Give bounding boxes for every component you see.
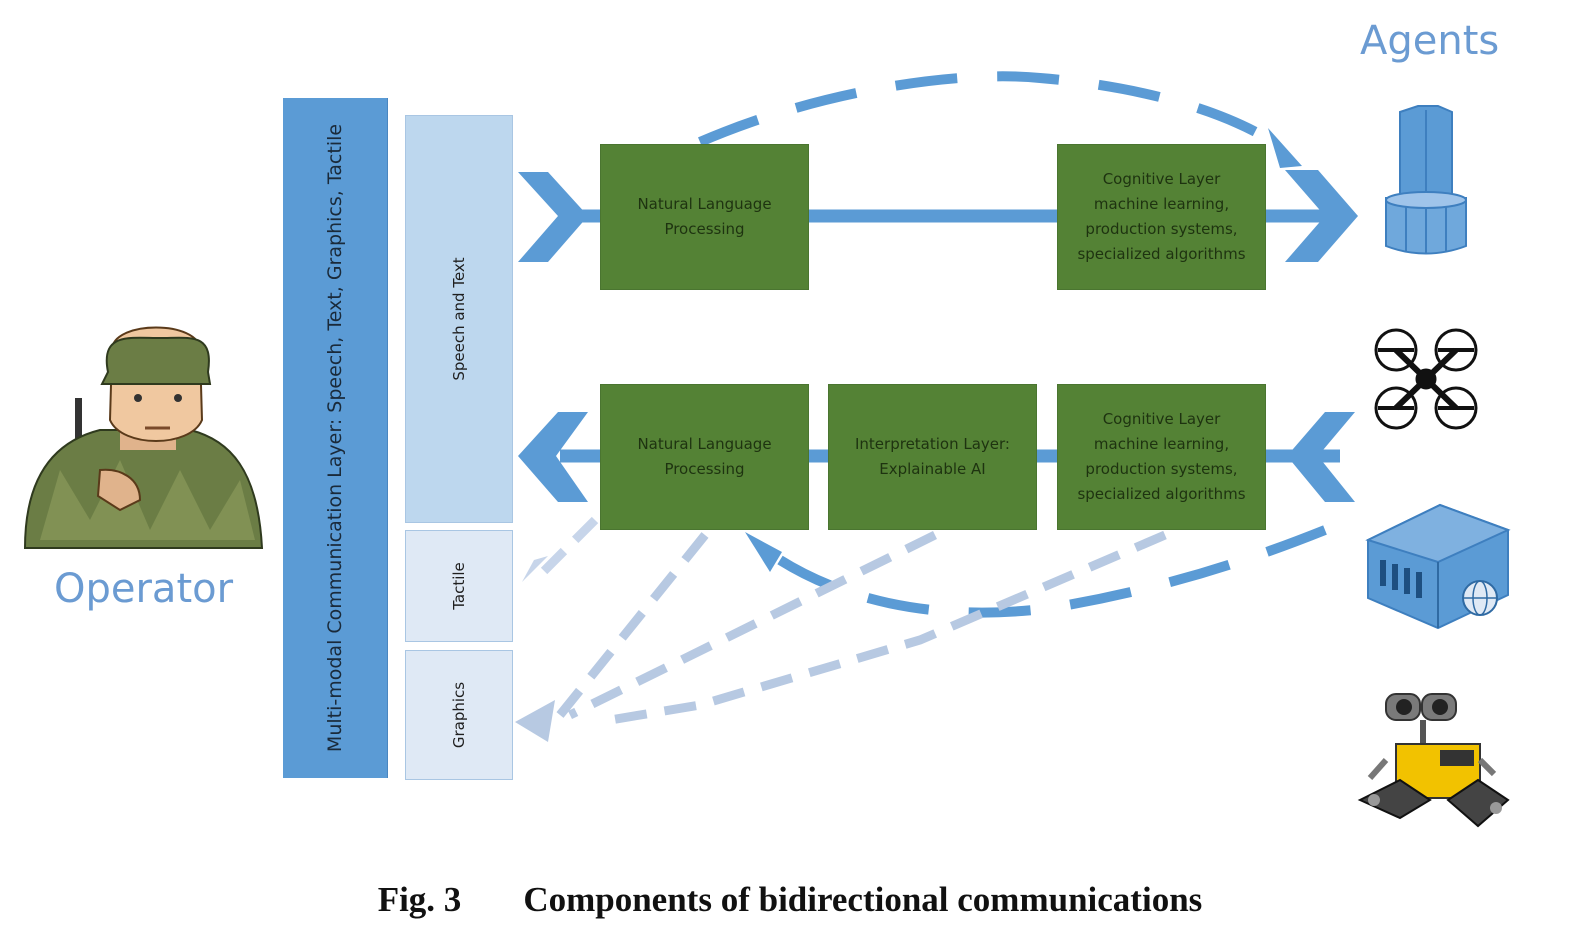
agents-label: Agents xyxy=(1360,18,1500,64)
top-cognitive-box: Cognitive Layer machine learning, produc… xyxy=(1057,144,1266,290)
multimodal-layer-bar: Multi-modal Communication Layer: Speech,… xyxy=(283,98,388,778)
box-line: machine learning, xyxy=(1093,195,1230,213)
robot-icon xyxy=(1357,693,1510,828)
box-line: machine learning, xyxy=(1093,435,1230,453)
modality-label: Graphics xyxy=(450,681,468,749)
modality-speech-text: Speech and Text xyxy=(405,115,513,523)
column-agent-icon xyxy=(1385,105,1467,255)
box-line: Explainable AI xyxy=(879,460,986,478)
modality-label: Tactile xyxy=(450,562,468,610)
modality-graphics: Graphics xyxy=(405,650,513,780)
box-line: specialized algorithms xyxy=(1077,485,1246,503)
light-dash-2 xyxy=(556,532,709,718)
top-right-chevron xyxy=(1285,170,1358,262)
bottom-arc-arrowhead xyxy=(745,532,782,572)
modality-tactile: Tactile xyxy=(405,530,513,642)
bottom-left-arrowhead xyxy=(518,412,588,502)
box-line: production systems, xyxy=(1085,220,1238,238)
operator-label: Operator xyxy=(54,566,234,612)
light-dash-3 xyxy=(568,530,937,720)
light-dash-1-head xyxy=(522,556,548,582)
box-line: production systems, xyxy=(1085,460,1238,478)
drone-icon xyxy=(1374,328,1478,430)
top-nlp-box: Natural Language Processing xyxy=(600,144,809,290)
multimodal-layer-label: Multi-modal Communication Layer: Speech,… xyxy=(324,123,346,753)
modality-label: Speech and Text xyxy=(450,257,468,381)
box-line: Cognitive Layer xyxy=(1102,410,1221,428)
box-line: Interpretation Layer: xyxy=(855,435,1010,453)
top-dashed-arc xyxy=(698,71,1273,147)
bottom-right-chevron xyxy=(1287,412,1355,502)
figure-caption: Fig. 3 Components of bidirectional commun… xyxy=(0,880,1580,920)
box-line: Natural Language xyxy=(637,195,772,213)
light-dash-1 xyxy=(536,516,599,579)
box-line: Natural Language xyxy=(637,435,772,453)
graphics-arrowhead xyxy=(515,700,555,742)
interpretation-box: Interpretation Layer: Explainable AI xyxy=(828,384,1037,530)
light-dash-4 xyxy=(609,530,1167,725)
bottom-nlp-box: Natural Language Processing xyxy=(600,384,809,530)
top-left-chevron xyxy=(518,172,588,262)
bottom-cognitive-box: Cognitive Layer machine learning, produc… xyxy=(1057,384,1266,530)
box-line: specialized algorithms xyxy=(1077,245,1246,263)
figure-title: Components of bidirectional communicatio… xyxy=(523,880,1203,919)
box-line: Cognitive Layer xyxy=(1102,170,1221,188)
soldier-icon xyxy=(23,326,264,549)
top-arc-arrowhead xyxy=(1268,128,1302,168)
box-line: Processing xyxy=(664,460,745,478)
figure-number: Fig. 3 xyxy=(377,880,462,919)
server-icon xyxy=(1365,503,1511,630)
box-line: Processing xyxy=(664,220,745,238)
